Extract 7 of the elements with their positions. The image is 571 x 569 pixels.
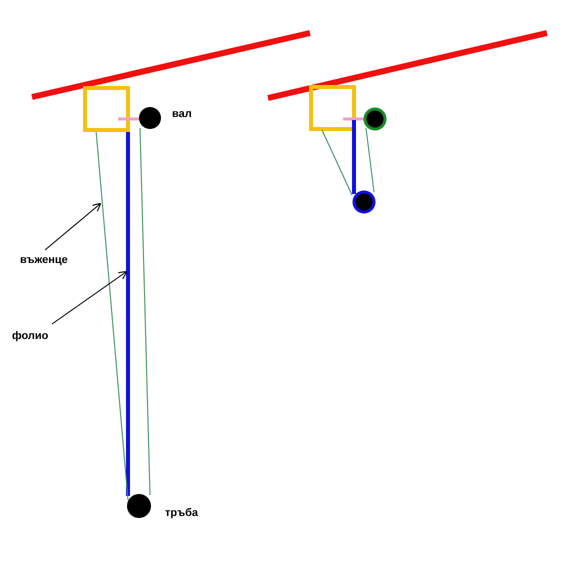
rope-line <box>96 130 128 500</box>
part-label: фолио <box>12 330 48 343</box>
tube-label: тръба <box>165 507 198 520</box>
leader-line <box>52 270 128 324</box>
part-label: въженце <box>20 254 68 267</box>
shaft-label: вал <box>172 108 192 121</box>
leader-line <box>44 202 102 250</box>
